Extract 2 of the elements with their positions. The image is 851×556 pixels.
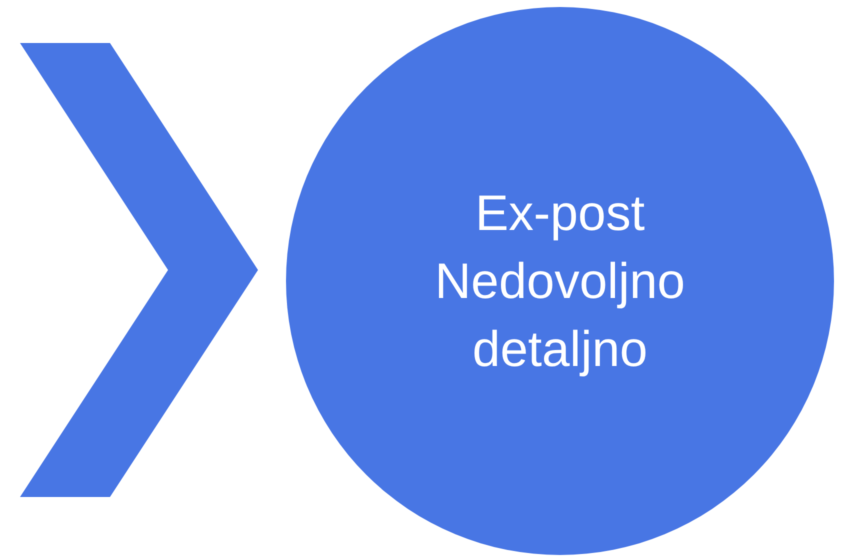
node-text: Nedovoljno detaljno (434, 252, 686, 379)
node-text: Ex-post (475, 184, 645, 243)
